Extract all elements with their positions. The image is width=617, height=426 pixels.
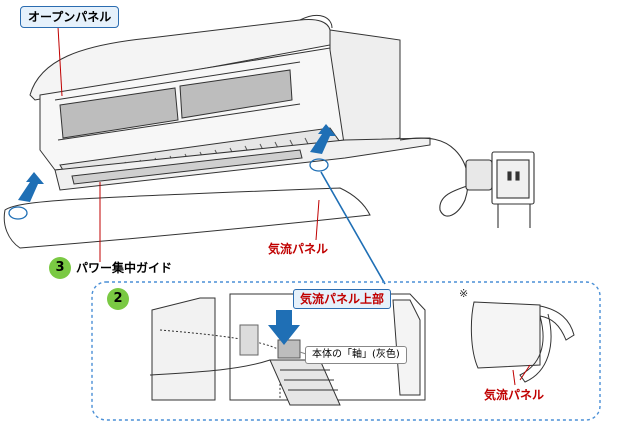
inset-frame: [91, 281, 601, 421]
step-3-badge: 3: [49, 257, 71, 279]
zoom-connector: [320, 171, 386, 285]
note-mark: ※: [459, 287, 469, 300]
airflow-panel-upper-label: 気流パネル上部: [293, 289, 392, 309]
power-guide-label: パワー集中ガイド: [76, 261, 173, 275]
leader-lines: [57, 26, 516, 386]
axis-note-label: 本体の「軸」(灰色): [305, 346, 407, 364]
inset-arrow: [268, 310, 300, 345]
airflow-panel-label-2: 気流パネル: [484, 388, 545, 402]
open-panel-label: オープンパネル: [20, 6, 120, 28]
step-2-badge: 2: [107, 288, 129, 310]
power-cable: [399, 137, 535, 228]
flap-side-view: [470, 301, 575, 383]
ac-unit: [3, 15, 431, 249]
up-arrows: [18, 124, 336, 202]
airflow-panel-label: 気流パネル: [268, 242, 329, 256]
